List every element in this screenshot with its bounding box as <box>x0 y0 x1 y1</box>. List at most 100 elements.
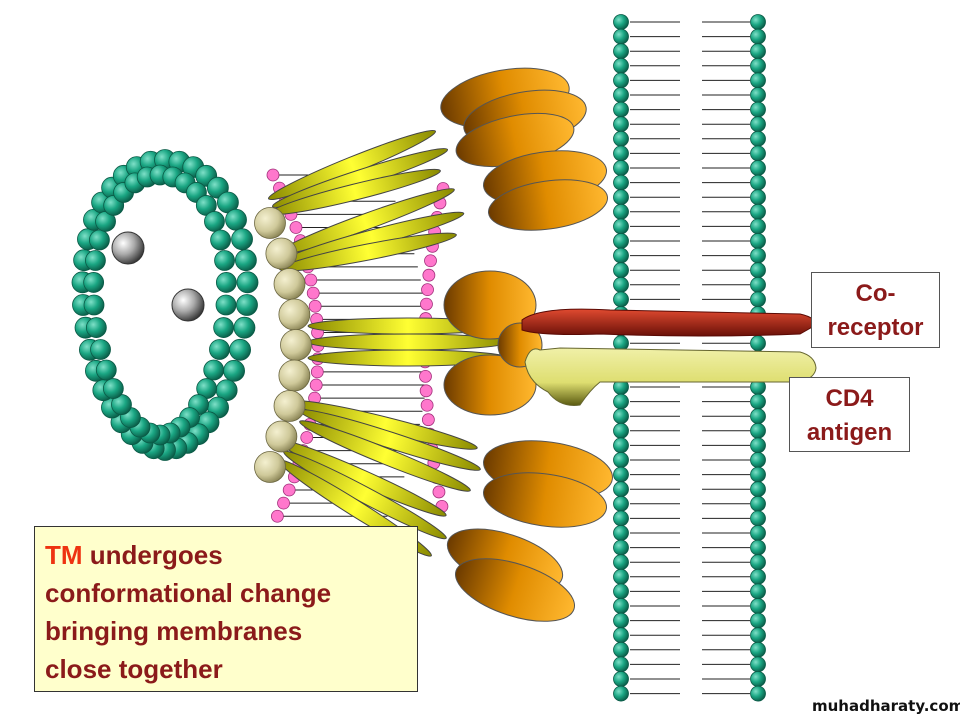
coreceptor-label-line2: receptor <box>827 314 924 341</box>
lipid-head <box>613 656 629 673</box>
capsid-protein <box>102 378 124 399</box>
lipid-head <box>613 160 629 176</box>
rna-genome-bead <box>171 288 205 322</box>
lipid-head <box>750 539 766 556</box>
lipid-head <box>750 685 766 702</box>
capsid-protein <box>231 228 253 251</box>
lipid-head <box>750 43 766 60</box>
capsid-protein <box>89 229 110 251</box>
cd4-label-line1: CD4 <box>825 385 874 412</box>
lipid-head <box>750 203 766 220</box>
lipid-head <box>750 28 766 45</box>
lipid-head <box>613 218 629 235</box>
lipid-head <box>613 145 629 162</box>
lipid-head <box>750 598 766 614</box>
viral-lipid-head <box>419 384 433 398</box>
gp120-lobe <box>487 179 609 231</box>
viral-lipid-head <box>419 369 432 383</box>
lipid-head <box>750 422 766 439</box>
viral-lipid-head <box>270 509 284 523</box>
lipid-head <box>750 525 766 541</box>
viral-lipid-head <box>422 268 436 282</box>
viral-lipid-head <box>282 483 296 497</box>
capsid-protein <box>223 359 245 382</box>
caption-highlight: TM <box>45 540 83 570</box>
lipid-head <box>750 72 766 89</box>
lipid-head <box>750 189 766 206</box>
lipid-head <box>613 685 629 702</box>
viral-lipid-head <box>289 221 303 234</box>
lipid-head <box>613 525 629 541</box>
matrix-protein <box>254 207 286 239</box>
capsid-protein <box>90 339 111 360</box>
lipid-head <box>613 510 629 527</box>
lipid-head <box>750 452 766 468</box>
capsid-protein <box>204 211 225 232</box>
matrix-protein <box>278 298 311 331</box>
gp120-lobe <box>443 270 537 340</box>
lipid-head <box>750 291 766 308</box>
lipid-head <box>750 612 766 629</box>
lipid-head <box>613 276 629 293</box>
lipid-head <box>750 335 766 352</box>
capsid-protein <box>214 250 235 271</box>
capsid-protein <box>236 271 259 294</box>
lipid-head <box>613 641 629 658</box>
viral-lipid-head <box>300 431 314 444</box>
matrix-protein <box>273 390 306 422</box>
lipid-head <box>613 671 629 687</box>
lipid-head <box>750 481 766 498</box>
lipid-head <box>613 247 629 264</box>
lipid-head <box>750 671 766 687</box>
lipid-head <box>750 174 766 191</box>
viral-capsid-core <box>71 149 259 461</box>
lipid-head <box>613 174 629 191</box>
lipid-head <box>613 627 629 644</box>
caption-box: TM undergoes conformational change bring… <box>34 526 418 692</box>
capsid-protein <box>85 250 106 271</box>
caption-line1-rest: undergoes <box>82 540 223 570</box>
lipid-head <box>750 57 766 74</box>
lipid-head <box>613 568 629 585</box>
cd4-label-line2: antigen <box>806 419 893 446</box>
lipid-head <box>750 101 766 118</box>
lipid-head <box>750 160 766 176</box>
lipid-head <box>613 87 629 103</box>
lipid-head <box>750 145 766 162</box>
lipid-head <box>613 291 629 308</box>
viral-lipid-head <box>421 413 435 427</box>
viral-lipid-head <box>420 297 433 311</box>
lipid-head <box>613 583 629 600</box>
cd4-receptor-shape <box>524 347 817 406</box>
viral-lipid-head <box>310 365 324 379</box>
capsid-protein <box>225 208 247 231</box>
lipid-head <box>613 598 629 614</box>
lipid-head <box>613 189 629 206</box>
lipid-head <box>750 218 766 235</box>
lipid-head <box>613 43 629 60</box>
matrix-protein <box>273 268 306 300</box>
matrix-protein <box>254 451 286 483</box>
lipid-head <box>613 612 629 629</box>
capsid-protein <box>215 294 237 316</box>
matrix-protein <box>278 359 311 392</box>
lipid-head <box>750 130 766 147</box>
lipid-head <box>613 130 629 147</box>
lipid-head <box>613 481 629 498</box>
lipid-head <box>613 393 629 410</box>
coreceptor-label: Co- receptor <box>811 272 940 348</box>
matrix-protein <box>280 329 312 361</box>
viral-lipid-head <box>421 283 434 297</box>
lipid-head <box>750 87 766 103</box>
viral-lipid-head <box>309 378 323 392</box>
gp41-helix <box>299 420 471 492</box>
viral-lipid-head <box>306 286 320 300</box>
lipid-head <box>750 495 766 512</box>
gp41-helix-group <box>267 129 509 557</box>
lipid-head <box>613 101 629 118</box>
capsid-protein <box>83 294 105 316</box>
lipid-head <box>613 28 629 45</box>
lipid-head <box>750 14 766 30</box>
lipid-head <box>613 422 629 439</box>
